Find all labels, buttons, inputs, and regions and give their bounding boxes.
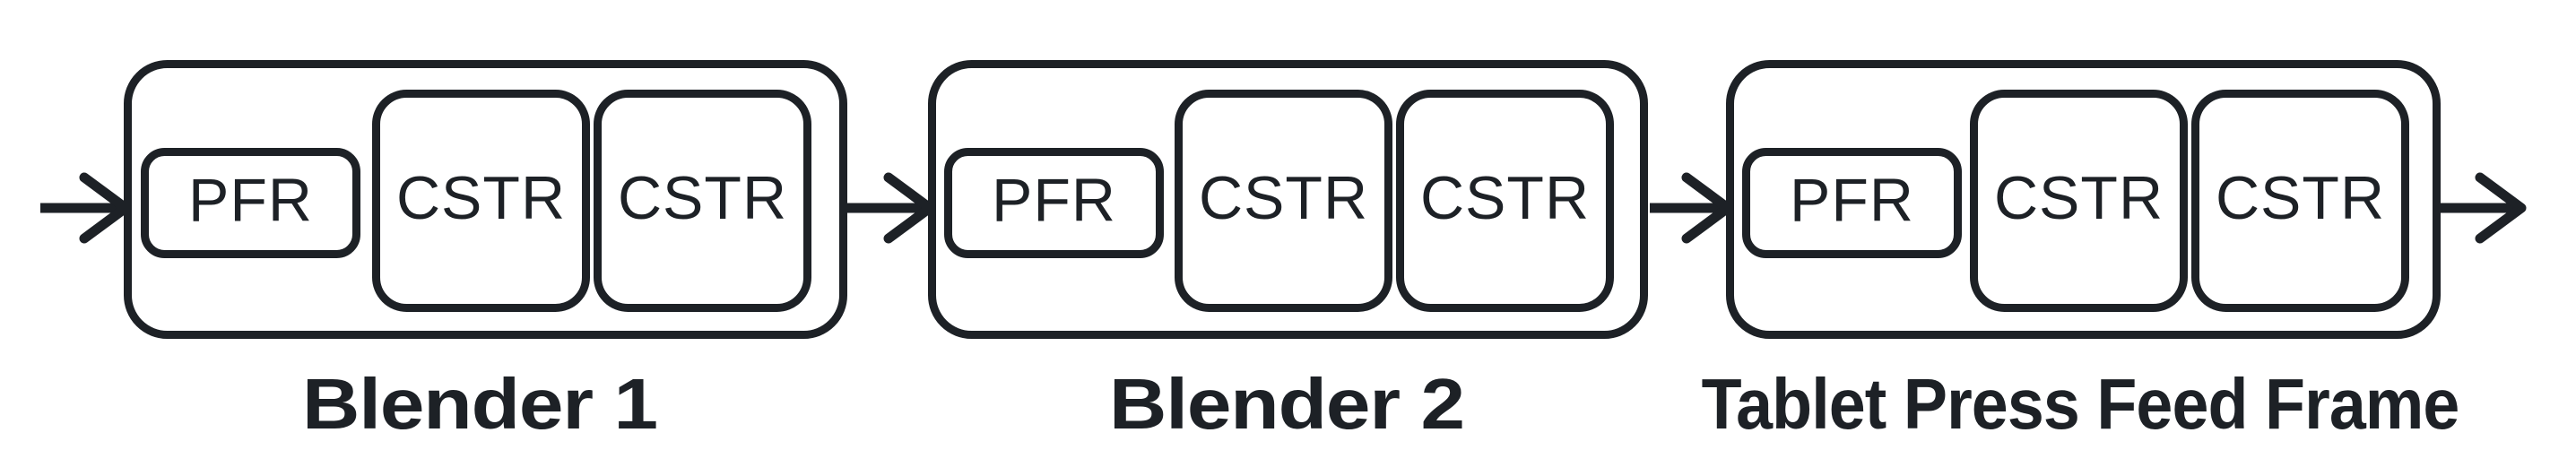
cstr-2a-box[interactable] [1175,90,1392,312]
tablet-press-feed-frame-caption: Tablet Press Feed Frame [1702,364,2459,444]
unit-cstr-1a[interactable]: CSTR [372,90,590,312]
unit-pfr-3[interactable]: PFR [1742,148,1962,258]
pfr-2-label: PFR [992,166,1116,234]
unit-cstr-3b[interactable]: CSTR [2191,90,2409,312]
unit-cstr-3a[interactable]: CSTR [1970,90,2188,312]
blender-2-caption: Blender 2 [1109,364,1464,444]
cstr-3b-box[interactable] [2191,90,2409,312]
equipment-groups-layer: PFR CSTR CSTR Blender 1 PFR CSTR CSTR Blender 2… [124,60,2459,445]
pfr-1-box[interactable] [141,148,360,258]
unit-cstr-2b[interactable]: CSTR [1396,90,1614,312]
cstr-1b-label: CSTR [618,164,787,232]
pfr-3-box[interactable] [1742,148,1962,258]
cstr-2a-label: CSTR [1199,164,1368,232]
equipment-group-blender-1[interactable]: PFR CSTR CSTR Blender 1 [124,60,847,445]
blender-1-caption: Blender 1 [302,364,657,444]
cstr-2b-label: CSTR [1420,164,1590,232]
pfr-1-label: PFR [188,166,313,234]
cstr-1a-label: CSTR [396,164,566,232]
cstr-1b-box[interactable] [594,90,811,312]
outlet-stream-arrowhead-icon [2475,172,2527,244]
equipment-group-blender-2[interactable]: PFR CSTR CSTR Blender 2 [928,60,1648,445]
pfr-3-label: PFR [1790,166,1914,234]
cstr-2b-box[interactable] [1396,90,1614,312]
cstr-3b-label: CSTR [2216,164,2385,232]
pfr-2-box[interactable] [944,148,1164,258]
product-outlet-arrow [2441,172,2527,244]
unit-cstr-2a[interactable]: CSTR [1175,90,1392,312]
unit-pfr-1[interactable]: PFR [141,148,360,258]
cstr-1a-box[interactable] [372,90,590,312]
unit-cstr-1b[interactable]: CSTR [594,90,811,312]
cstr-3a-box[interactable] [1970,90,2188,312]
equipment-group-tablet-press-feed-frame[interactable]: PFR CSTR CSTR Tablet Press Feed Frame [1702,60,2459,445]
cstr-3a-label: CSTR [1994,164,2164,232]
unit-pfr-2[interactable]: PFR [944,148,1164,258]
